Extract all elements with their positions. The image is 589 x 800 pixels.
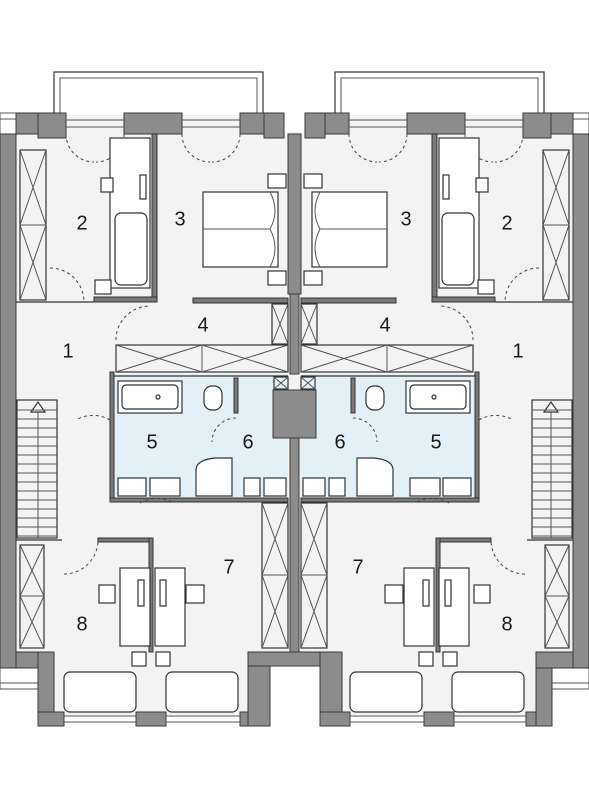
windows xyxy=(64,119,526,723)
room-number-5-left: 5 xyxy=(146,431,157,453)
room7-8-furniture xyxy=(63,567,525,713)
balcony-right-top xyxy=(334,71,545,117)
interior-doors xyxy=(49,267,540,575)
balcony-left-top xyxy=(53,71,264,117)
room-number-2-left: 2 xyxy=(76,212,87,234)
bathroom-fixtures xyxy=(117,380,472,497)
room-number-1-left: 1 xyxy=(62,340,73,362)
room-number-7-right: 7 xyxy=(352,556,363,578)
room-number-4-left: 4 xyxy=(197,314,208,336)
room-number-6-right: 6 xyxy=(334,431,345,453)
room-number-2-right: 2 xyxy=(501,212,512,234)
room-number-3-right: 3 xyxy=(400,208,411,230)
stairs xyxy=(16,399,573,539)
interior-walls xyxy=(16,133,573,653)
room-number-6-left: 6 xyxy=(242,431,253,453)
room-number-8-right: 8 xyxy=(501,613,512,635)
room-number-4-right: 4 xyxy=(379,314,390,336)
double-beds xyxy=(202,173,388,286)
room2-furniture xyxy=(94,137,495,295)
room-number-7-left: 7 xyxy=(223,556,234,578)
room-number-3-left: 3 xyxy=(174,208,185,230)
room-number-8-left: 8 xyxy=(76,613,87,635)
exterior-walls xyxy=(0,112,589,727)
room-number-1-right: 1 xyxy=(512,340,523,362)
room-number-5-right: 5 xyxy=(430,431,441,453)
wardrobes xyxy=(19,149,570,649)
